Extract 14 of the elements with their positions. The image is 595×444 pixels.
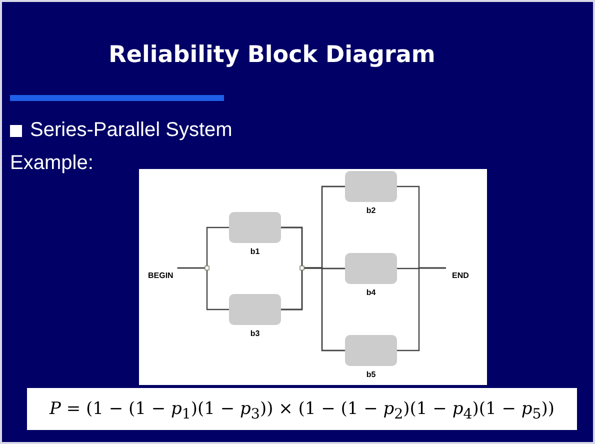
terminal-label: END <box>452 271 469 280</box>
block-label: b1 <box>249 247 261 256</box>
bullet-text: Series-Parallel System <box>30 119 232 142</box>
reliability-formula: P = (1 − (1 − p$_{1}$)(1 − p$_{3}$)) × (1 − (1 − p$_{2}$)(1 − p$_{4}$)(1 − p$_{5}$)) <box>27 388 577 430</box>
connector-line <box>397 267 446 352</box>
example-label: Example: <box>10 152 94 175</box>
slide-title: Reliability Block Diagram <box>108 42 436 68</box>
block-label: b2 <box>365 206 377 215</box>
block-label: b5 <box>365 370 377 379</box>
connector-line <box>281 267 345 352</box>
connector-line <box>177 267 229 310</box>
terminal-label: BEGIN <box>148 271 174 280</box>
block-label: b4 <box>365 288 377 297</box>
block-label: b3 <box>249 329 261 338</box>
